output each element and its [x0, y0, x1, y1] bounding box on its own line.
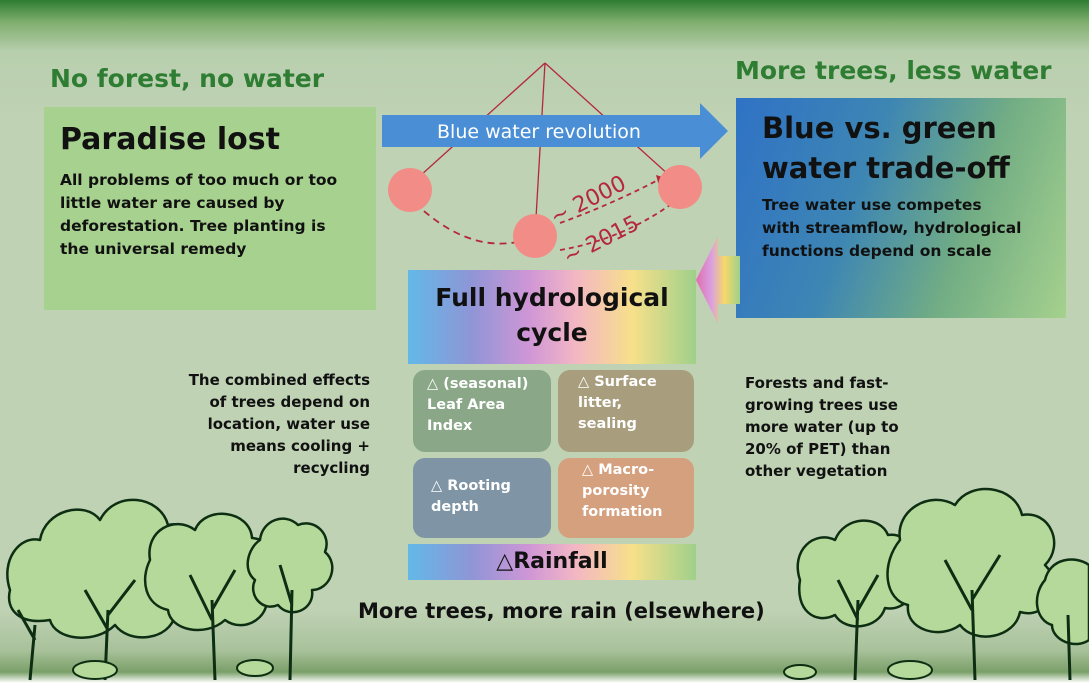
delta-icon: △ — [431, 478, 443, 494]
paradise-lost-body: All problems of too much or too little w… — [60, 171, 338, 258]
factor-rooting-label: Rooting depth — [431, 478, 511, 515]
rainfall-bar: △Rainfall — [408, 544, 696, 580]
factor-surface-label: Surface litter, sealing — [578, 374, 657, 432]
pendulum-ball-middle — [513, 214, 557, 258]
full-hydrological-cycle-title: Full hydrological cycle — [435, 283, 669, 347]
heading-more-trees-less-water: More trees, less water — [735, 56, 1052, 85]
pendulum-ball-right — [658, 165, 702, 209]
swing-path-left — [414, 202, 536, 245]
pendulum-string-middle — [534, 62, 546, 236]
blue-water-revolution-arrow: Blue water revolution — [382, 103, 728, 159]
delta-icon: △ — [496, 549, 514, 574]
rainbow-arrow-left — [696, 236, 740, 324]
rainfall-label: Rainfall — [513, 549, 608, 574]
blue-water-revolution-label: Blue water revolution — [437, 121, 641, 143]
trees-left-illustration — [6, 498, 334, 681]
pendulum-ball-left — [388, 168, 432, 212]
pendulum-diagram: ~ 2000 ~ 2015 — [388, 62, 702, 270]
trade-off-box: Blue vs. green water trade-off Tree wate… — [736, 98, 1066, 318]
delta-icon: △ — [578, 374, 590, 390]
factor-rooting-depth: △ Rooting depth — [413, 458, 551, 538]
factor-surface-litter: △ Surface litter, sealing — [558, 370, 694, 452]
factor-macro-label: Macro-porosity formation — [582, 462, 663, 520]
paradise-lost-box: Paradise lost All problems of too much o… — [44, 107, 376, 310]
trade-off-body: Tree water use competes with streamflow,… — [762, 196, 1022, 260]
factor-macro-porosity: △ Macro-porosity formation — [558, 458, 694, 538]
delta-icon: △ — [582, 462, 594, 478]
paradise-lost-title: Paradise lost — [60, 122, 280, 157]
trees-right-illustration — [783, 487, 1089, 681]
factor-leaf-area-label: (seasonal) Leaf Area Index — [427, 376, 529, 434]
side-note-left: The combined effects of trees depend on … — [188, 371, 370, 477]
delta-icon: △ — [427, 376, 439, 392]
factor-leaf-area-index: △ (seasonal) Leaf Area Index — [413, 370, 551, 452]
side-note-right: Forests and fast-growing trees use more … — [745, 374, 899, 480]
swing-path-2000 — [559, 179, 659, 224]
heading-no-forest-no-water: No forest, no water — [50, 64, 325, 93]
full-hydrological-cycle-box: Full hydrological cycle — [408, 270, 696, 364]
swing-path-2015 — [559, 204, 671, 251]
heading-more-trees-more-rain: More trees, more rain (elsewhere) — [358, 599, 765, 623]
trade-off-title: Blue vs. green water trade-off — [762, 111, 1010, 185]
